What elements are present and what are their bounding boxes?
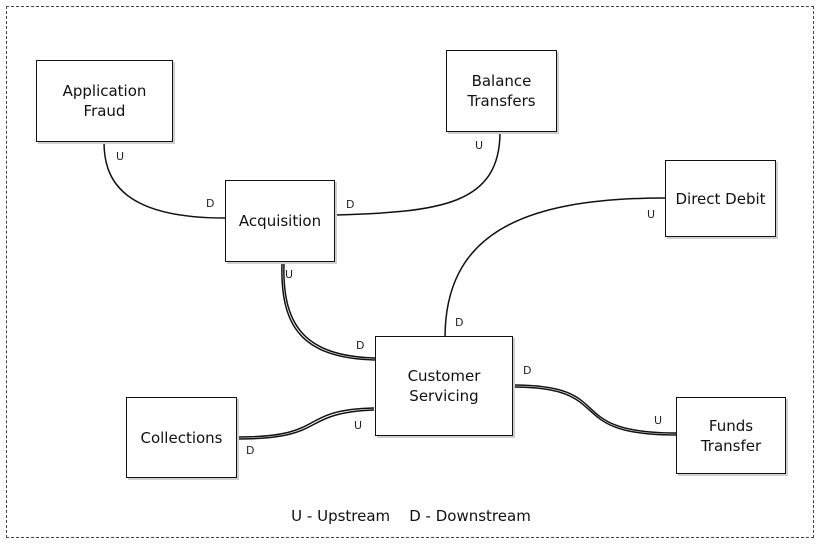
downstream-tag: D [346, 198, 355, 211]
node-label: Customer Servicing [407, 367, 481, 405]
upstream-tag: U [354, 419, 363, 432]
node-customer-servicing[interactable]: Customer Servicing [375, 336, 513, 436]
downstream-tag: D [523, 364, 532, 377]
upstream-tag: U [285, 268, 294, 281]
downstream-tag: D [206, 197, 215, 210]
node-direct-debit[interactable]: Direct Debit [665, 160, 776, 237]
edge-acquisition-servicing [281, 261, 376, 361]
edge-servicing-funds-2 [512, 386, 677, 436]
node-label: Application Fraud [62, 82, 147, 120]
edge-acquisition-servicing-2 [283, 261, 376, 359]
downstream-tag: D [246, 444, 255, 457]
node-balance-transfers[interactable]: Balance Transfers [446, 50, 557, 132]
upstream-tag: U [116, 150, 125, 163]
edge-servicing-funds [512, 384, 677, 434]
downstream-tag: D [455, 316, 464, 329]
edge-directdebit-servicing [444, 197, 666, 339]
node-funds-transfer[interactable]: Funds Transfer [676, 397, 786, 474]
upstream-tag: U [654, 414, 663, 427]
edge-fraud-acquisition [103, 141, 226, 219]
node-collections[interactable]: Collections [126, 397, 237, 478]
edge-balance-acquisition [334, 131, 501, 216]
node-label: Collections [140, 428, 223, 447]
edge-collections-servicing [236, 407, 375, 438]
upstream-tag: U [647, 208, 656, 221]
node-label: Direct Debit [675, 189, 766, 208]
node-label: Funds Transfer [700, 416, 762, 455]
downstream-tag: D [356, 339, 365, 352]
legend: U - Upstream D - Downstream [291, 507, 531, 525]
diagram-border [6, 6, 814, 538]
edge-collections-servicing-2 [236, 409, 375, 440]
node-label: Balance Transfers [467, 72, 536, 110]
node-acquisition[interactable]: Acquisition [225, 180, 335, 262]
node-application-fraud[interactable]: Application Fraud [36, 60, 173, 142]
upstream-tag: U [475, 139, 484, 152]
node-label: Acquisition [238, 212, 322, 230]
